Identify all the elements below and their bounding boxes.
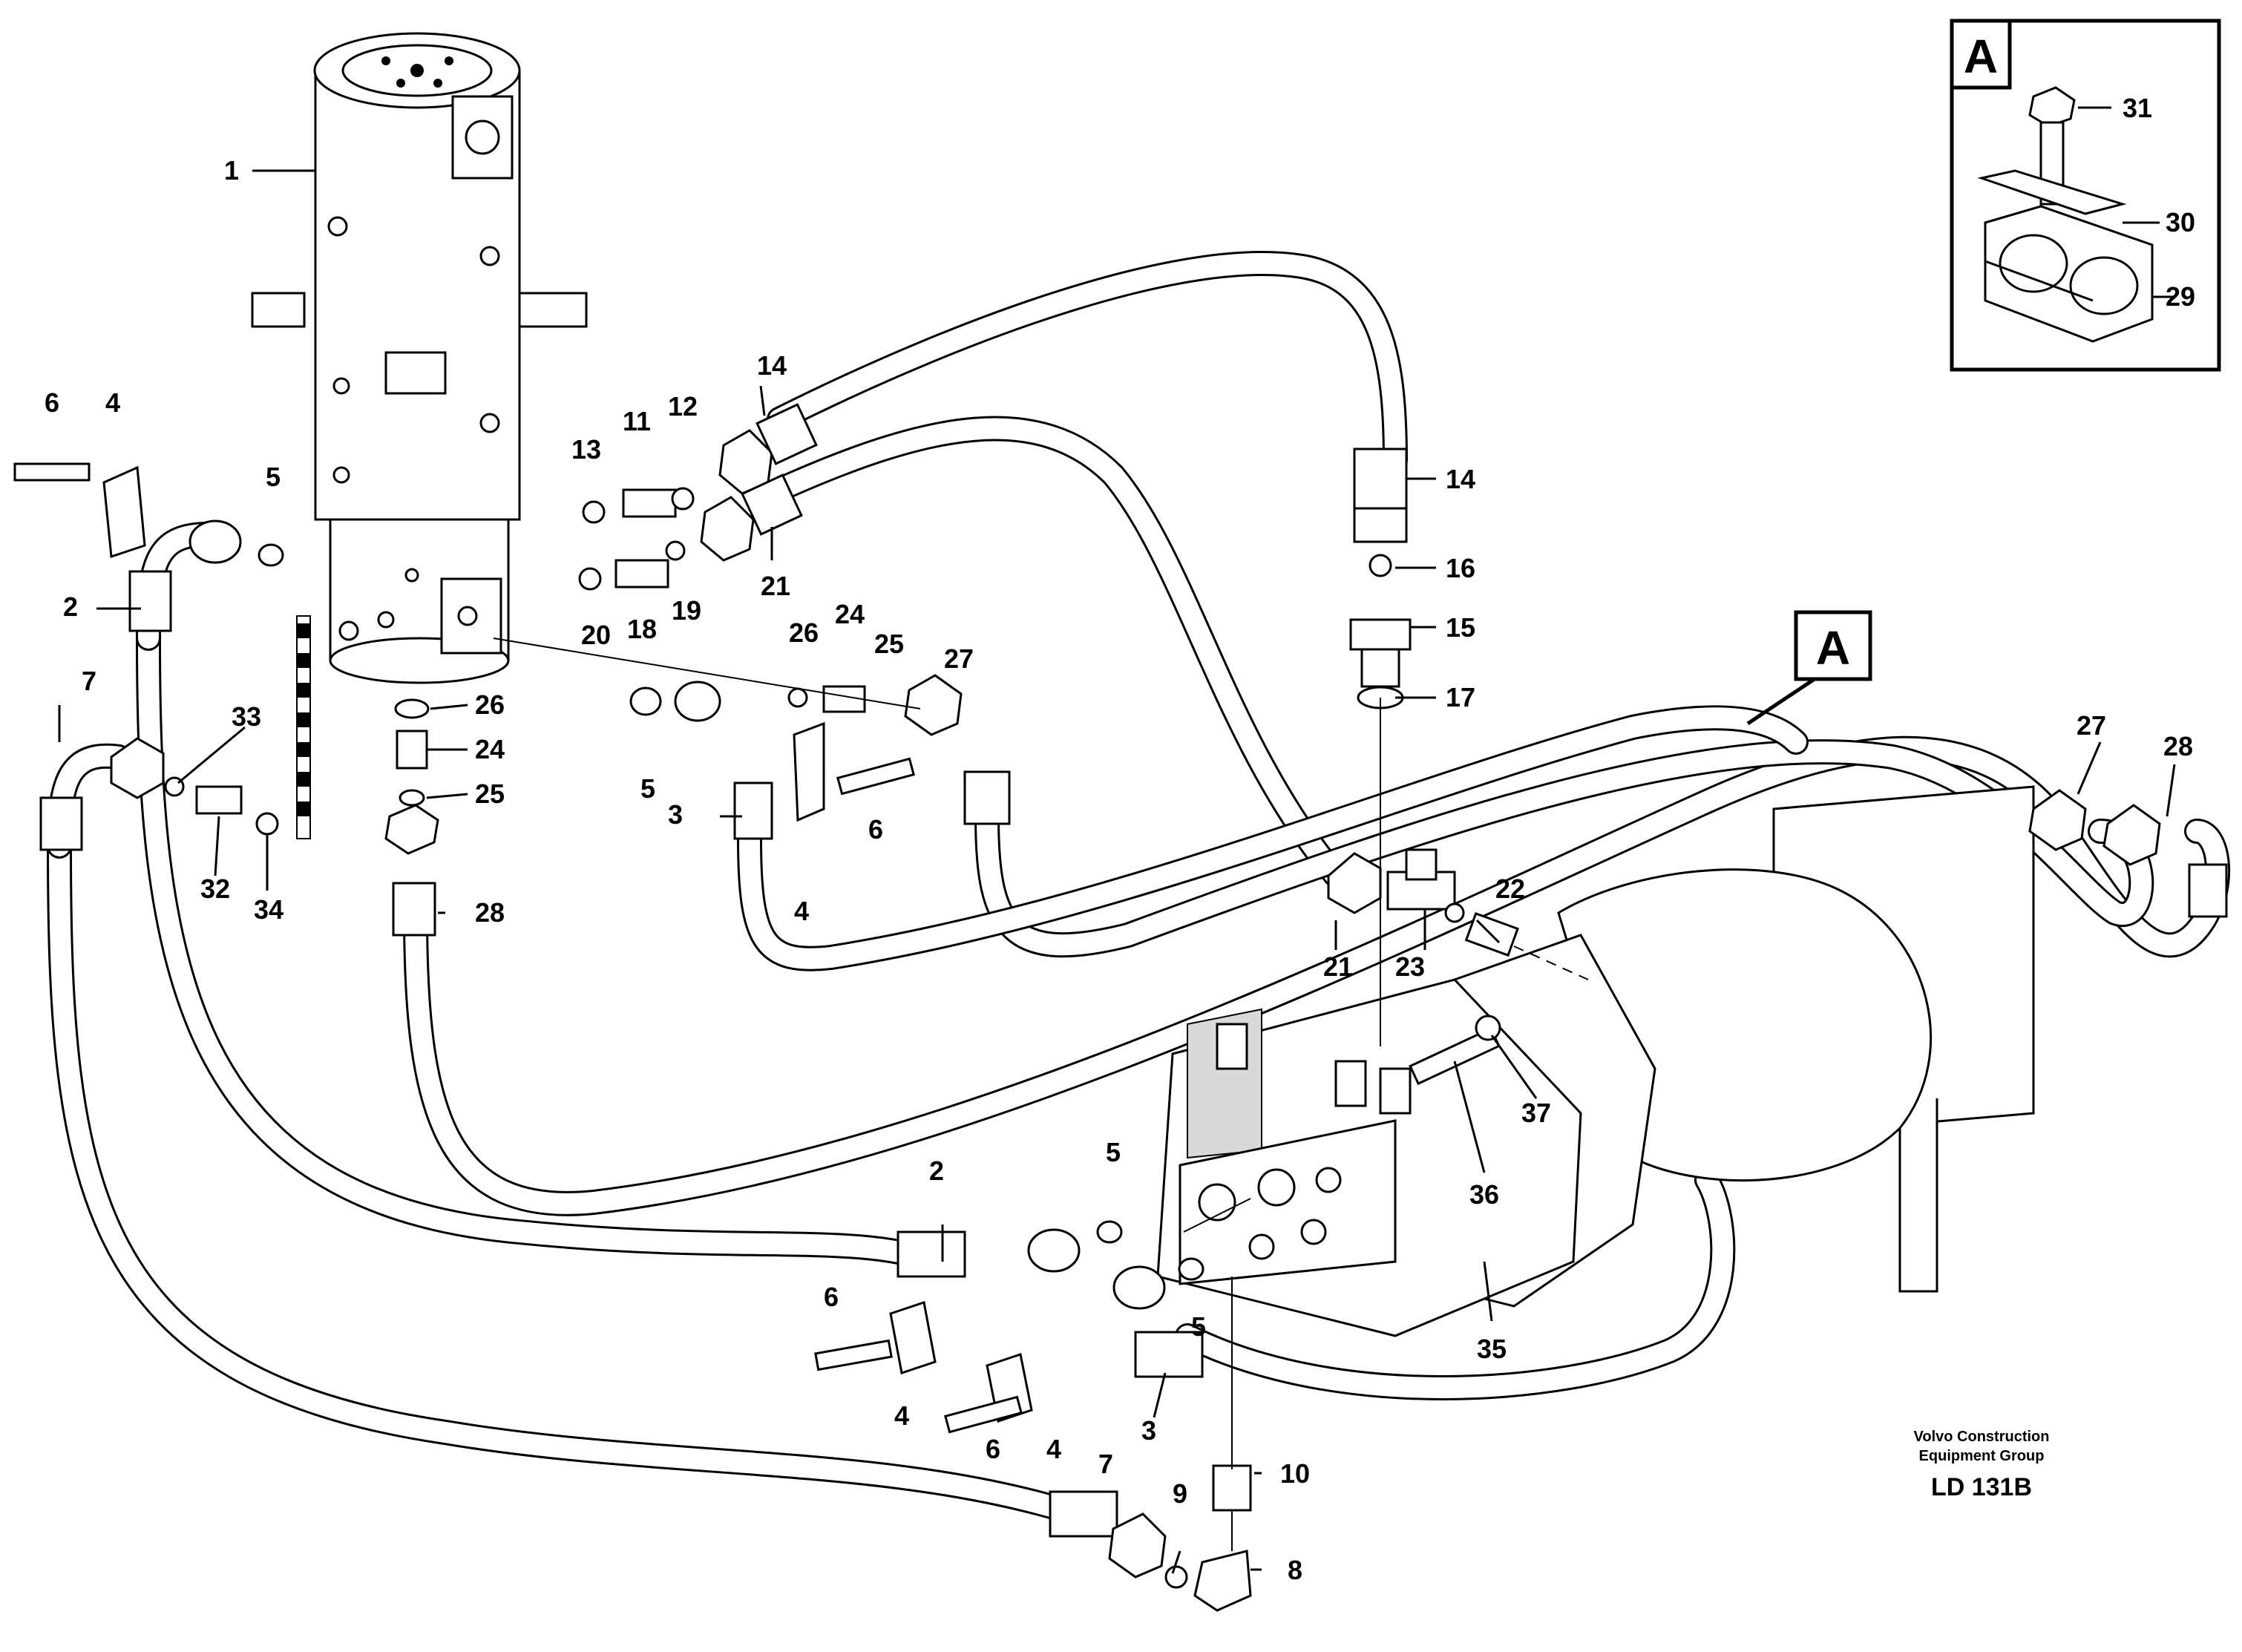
- callout-24: 24: [835, 599, 865, 629]
- callout-1: 1: [224, 155, 239, 186]
- callout-25: 25: [475, 779, 505, 809]
- callout-30: 30: [2166, 207, 2195, 237]
- callout-7: 7: [82, 666, 96, 696]
- leader-lines: [58, 106, 2176, 1574]
- callout-17: 17: [1446, 682, 1475, 712]
- rotary-distributor: [251, 32, 588, 684]
- callout-14: 14: [757, 350, 787, 381]
- callout-4: 4: [105, 387, 120, 418]
- callout-33: 33: [232, 701, 261, 732]
- callout-3: 3: [1141, 1415, 1156, 1446]
- detail-inset-box: [1950, 19, 2221, 372]
- callout-2: 2: [929, 1156, 944, 1186]
- callout-37: 37: [1521, 1098, 1551, 1128]
- callout-35: 35: [1477, 1334, 1507, 1364]
- callout-6: 6: [986, 1434, 1000, 1464]
- callout-31: 31: [2123, 93, 2152, 123]
- hose-set: [47, 251, 2231, 1527]
- callout-10: 10: [1280, 1458, 1310, 1489]
- callout-27: 27: [2077, 710, 2106, 741]
- callout-15: 15: [1446, 612, 1475, 643]
- reference-bar: [296, 615, 311, 839]
- callout-4: 4: [894, 1400, 909, 1431]
- callout-28: 28: [475, 897, 505, 928]
- callout-13: 13: [571, 434, 601, 465]
- callout-4: 4: [794, 896, 809, 926]
- callout-6: 6: [824, 1282, 839, 1312]
- callout-5: 5: [640, 773, 655, 804]
- callout-labels: 1 2 2 3 3 4 4 4 4 5 5 5 5 6 6 6 6 7 7 8 …: [45, 93, 2195, 1585]
- callout-5: 5: [266, 462, 281, 492]
- callout-7: 7: [1098, 1449, 1113, 1479]
- callout-19: 19: [672, 595, 701, 626]
- callout-22: 22: [1495, 873, 1525, 904]
- fittings: [13, 403, 2228, 1612]
- callout-20: 20: [581, 620, 611, 650]
- callout-21: 21: [761, 571, 790, 601]
- detail-a-marker: [1746, 610, 1872, 726]
- caption: Volvo Construction Equipment Group LD 13…: [1914, 1429, 2050, 1501]
- callout-34: 34: [254, 894, 283, 925]
- caption-company-line1: Volvo Construction: [1914, 1429, 2050, 1445]
- callout-23: 23: [1395, 951, 1425, 982]
- centerlines: [493, 637, 1589, 1551]
- callout-26: 26: [475, 689, 505, 720]
- callout-32: 32: [200, 873, 230, 904]
- callout-9: 9: [1173, 1478, 1187, 1509]
- callout-8: 8: [1288, 1555, 1302, 1585]
- callout-3: 3: [668, 799, 683, 830]
- detail-letter-a: A: [1816, 621, 1850, 675]
- callout-18: 18: [627, 614, 657, 644]
- callout-5: 5: [1106, 1137, 1121, 1167]
- callout-2: 2: [63, 591, 78, 622]
- callout-28: 28: [2163, 731, 2193, 761]
- callout-24: 24: [475, 734, 505, 764]
- callout-26: 26: [789, 617, 819, 648]
- callout-21: 21: [1323, 951, 1353, 982]
- callout-4: 4: [1046, 1434, 1061, 1464]
- hydraulic-motor: [1156, 785, 2035, 1337]
- callout-11: 11: [623, 406, 651, 436]
- callout-16: 16: [1446, 553, 1475, 583]
- callout-29: 29: [2166, 281, 2195, 312]
- caption-company-line2: Equipment Group: [1919, 1448, 2045, 1464]
- callout-5: 5: [1191, 1311, 1206, 1342]
- inset-letter-a: A: [1964, 30, 1998, 83]
- callout-12: 12: [668, 391, 698, 422]
- callout-27: 27: [944, 643, 974, 674]
- callout-25: 25: [874, 629, 904, 659]
- callout-36: 36: [1469, 1179, 1499, 1210]
- callout-6: 6: [45, 387, 59, 418]
- callout-6: 6: [868, 814, 883, 845]
- callout-14: 14: [1446, 464, 1475, 494]
- caption-code: LD 131B: [1931, 1473, 2032, 1501]
